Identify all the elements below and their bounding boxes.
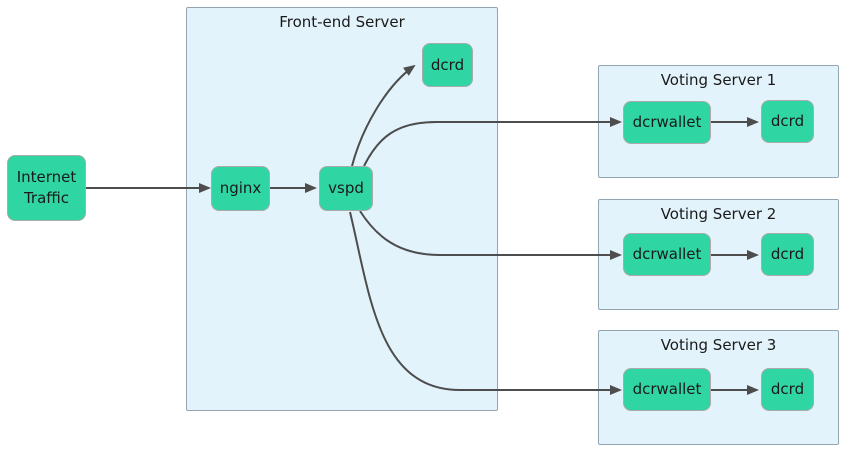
- voting-server-2-title: Voting Server 2: [660, 205, 777, 223]
- nginx-node: nginx: [211, 166, 270, 211]
- frontend-dcrd-node: dcrd: [422, 43, 473, 87]
- voting-server-3-title: Voting Server 3: [660, 336, 777, 354]
- voting-server-2-dcrd-node: dcrd: [761, 233, 814, 276]
- voting-server-1-title: Voting Server 1: [660, 71, 777, 89]
- voting-server-1-dcrwallet-node: dcrwallet: [623, 101, 711, 144]
- voting-server-2-dcrwallet-node: dcrwallet: [623, 233, 711, 276]
- vspd-node: vspd: [319, 166, 373, 211]
- voting-server-3-dcrd-node: dcrd: [761, 368, 814, 411]
- internet-traffic-node: Internet Traffic: [7, 155, 86, 221]
- voting-server-3-dcrwallet-node: dcrwallet: [623, 368, 711, 411]
- voting-server-1-dcrd-node: dcrd: [761, 100, 814, 143]
- frontend-server-title: Front-end Server: [279, 13, 405, 31]
